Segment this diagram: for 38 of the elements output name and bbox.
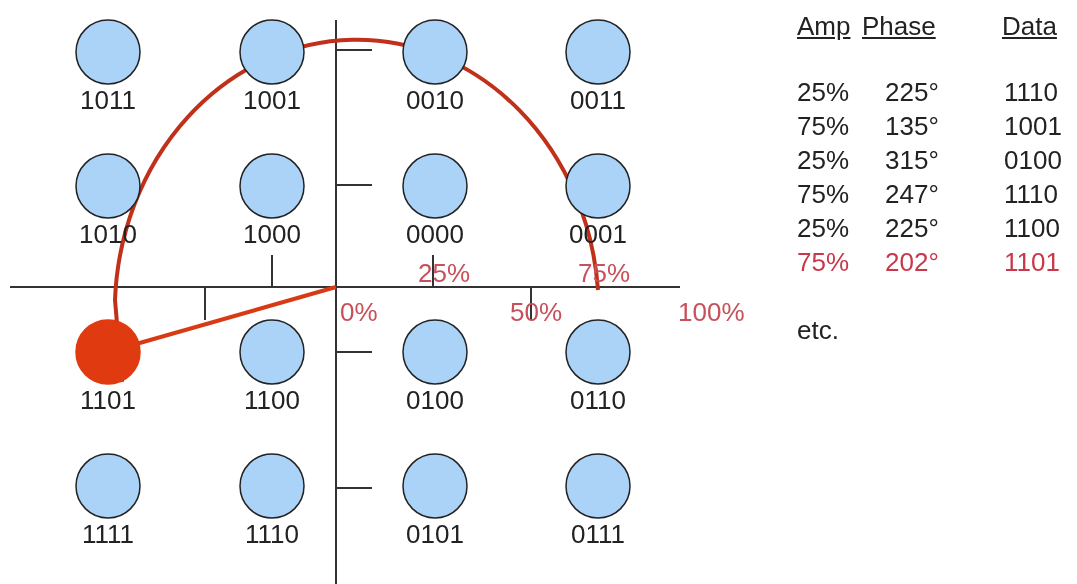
bit-label: 0100 <box>405 386 465 414</box>
table-cell: 1110 <box>1004 78 1058 106</box>
table-cell: 315° <box>885 146 939 174</box>
table-cell: 1101 <box>1004 248 1060 276</box>
bit-label: 1100 <box>243 386 301 414</box>
bit-label: 0111 <box>570 520 626 548</box>
table-cell: 25% <box>797 214 850 242</box>
bit-label: 1000 <box>242 220 302 248</box>
table-cell: 25% <box>797 146 850 174</box>
table-cell: 75% <box>797 248 850 276</box>
bit-label: 1101 <box>79 386 137 414</box>
column-header: Phase <box>862 12 936 40</box>
table-cell: 135° <box>885 112 939 140</box>
table-cell: 1100 <box>1004 214 1060 242</box>
bit-label: 1001 <box>242 86 302 114</box>
bit-label: 0110 <box>569 386 627 414</box>
table-cell: 75% <box>797 112 850 140</box>
axis-label: 100% <box>678 298 745 326</box>
bit-label: 1110 <box>244 520 300 548</box>
table-cell: 1001 <box>1004 112 1062 140</box>
bit-label: 1011 <box>79 86 137 114</box>
column-header: Amp <box>797 12 851 40</box>
bit-label: 0101 <box>405 520 465 548</box>
table-cell: 1110 <box>1004 180 1058 208</box>
axis-label: 0% <box>340 298 378 326</box>
bit-label: 0011 <box>569 86 627 114</box>
table-cell: 225° <box>885 214 939 242</box>
table-cell: 0100 <box>1004 146 1062 174</box>
table-cell: 225° <box>885 78 939 106</box>
column-header: Data <box>1002 12 1057 40</box>
bit-label: 0010 <box>405 86 465 114</box>
bit-label: 0000 <box>405 220 465 248</box>
bit-label: 1111 <box>80 520 136 548</box>
table-note: etc. <box>797 316 839 344</box>
table-cell: 247° <box>885 180 939 208</box>
table-cell: 202° <box>885 248 939 276</box>
table-cell: 25% <box>797 78 850 106</box>
table-cell: 75% <box>797 180 850 208</box>
